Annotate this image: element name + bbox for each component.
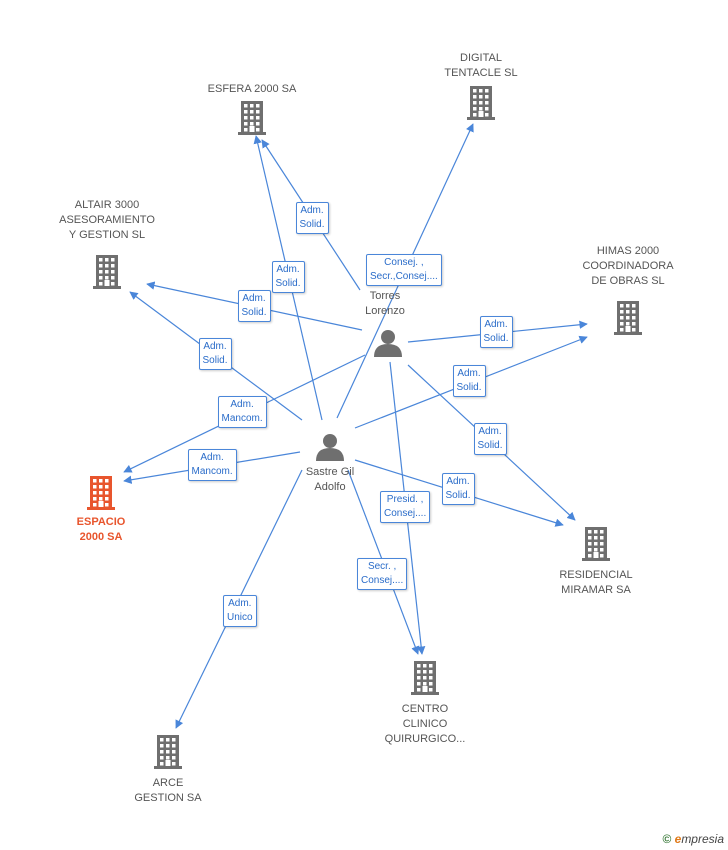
person-icon[interactable]	[316, 434, 344, 461]
node-label-line: Torres	[369, 290, 401, 302]
node-label-line: CENTRO	[401, 703, 449, 715]
edge-label-line: Adm.	[203, 341, 227, 352]
node-label-line: GESTION SA	[134, 792, 202, 804]
edge-label-line: Adm.	[276, 264, 300, 275]
edge-label-sastre-esfera[interactable]: Adm. Solid.	[271, 261, 305, 293]
edge-label-line: Solid.	[456, 382, 482, 393]
edge-label-line: Adm.	[200, 452, 224, 463]
node-label-line: ARCE	[152, 777, 184, 789]
building-icon[interactable]	[467, 86, 495, 120]
edge-label-sastre-digital[interactable]: Consej. , Secr.,Consej....	[366, 254, 442, 286]
brand-name: mpresia	[681, 832, 724, 846]
edge-label-line: Adm.	[228, 598, 252, 609]
node-label-line: ESPACIO	[76, 516, 126, 528]
edge-label-torres-esfera[interactable]: Adm. Solid.	[295, 202, 329, 234]
edge-label-line: Adm.	[484, 319, 508, 330]
edge-label-line: Adm.	[457, 368, 481, 379]
edge-label-sastre-espacio[interactable]: Adm. Mancom.	[187, 449, 237, 481]
edge-label-torres-altair[interactable]: Adm. Solid.	[237, 290, 271, 322]
edge-label-line: Adm.	[230, 399, 254, 410]
node-label-line: 2000 SA	[79, 531, 123, 543]
edge-label-line: Adm.	[446, 476, 470, 487]
edge-label-torres-centro[interactable]: Presid. , Consej....	[380, 491, 431, 523]
node-label-line: MIRAMAR SA	[561, 584, 631, 596]
edge-label-torres-espacio[interactable]: Adm. Mancom.	[217, 396, 267, 428]
building-icon[interactable]	[411, 661, 439, 695]
edge-label-line: Adm.	[242, 293, 266, 304]
edge-label-torres-residencial[interactable]: Adm. Solid.	[473, 423, 507, 455]
edge-label-sastre-arce[interactable]: Adm. Unico	[223, 595, 257, 627]
building-icon[interactable]	[87, 476, 115, 510]
edge-label-line: Unico	[227, 612, 253, 623]
node-label-line: QUIRURGICO...	[384, 733, 466, 745]
edge-label-line: Presid. ,	[386, 494, 424, 505]
edge-label-line: Solid.	[275, 278, 301, 289]
copyright-symbol: ©	[662, 832, 672, 846]
building-icon[interactable]	[154, 735, 182, 769]
node-label-espacio[interactable]: ESPACIO 2000 SA	[36, 515, 166, 545]
edge-label-sastre-himas[interactable]: Adm. Solid.	[452, 365, 486, 397]
node-label-line: Adolfo	[314, 481, 346, 493]
node-label-line: COORDINADORA	[582, 260, 674, 272]
node-label-line: HIMAS 2000	[596, 245, 660, 257]
edge-label-line: Secr. ,	[367, 561, 397, 572]
node-label-line: DE OBRAS SL	[591, 275, 665, 287]
building-icon[interactable]	[93, 255, 121, 289]
edge-label-sastre-centro[interactable]: Secr. , Consej....	[357, 558, 408, 590]
node-label-centro[interactable]: CENTRO CLINICO QUIRURGICO...	[360, 702, 490, 747]
edge-label-line: Secr.,Consej....	[370, 271, 438, 282]
edge-label-line: Solid.	[299, 219, 325, 230]
edge-label-sastre-altair[interactable]: Adm. Solid.	[198, 338, 232, 370]
node-label-line: DIGITAL	[460, 51, 502, 64]
edge-label-line: Solid.	[477, 440, 503, 451]
brand-initial: e	[674, 832, 682, 846]
edge-label-line: Adm.	[478, 426, 502, 437]
node-label-line: ASESORAMIENTO	[59, 214, 155, 226]
node-label-line: CLINICO	[402, 718, 448, 730]
node-label-line: ALTAIR 3000	[74, 199, 140, 211]
edge-label-line: Mancom.	[191, 466, 233, 477]
edge-label-line: Mancom.	[221, 413, 263, 424]
edge-label-line: Consej....	[361, 575, 404, 586]
edge-label-line: Consej....	[384, 508, 427, 519]
edge-label-line: Consej. ,	[384, 257, 424, 268]
node-label-line: ESFERA 2000 SA	[207, 83, 297, 95]
edge-label-line: Adm.	[300, 205, 324, 216]
building-icon[interactable]	[238, 101, 266, 135]
node-label-line: Sastre Gil	[305, 466, 355, 478]
node-label-digital[interactable]: DIGITAL TENTACLE SL	[416, 51, 546, 81]
building-icon[interactable]	[582, 527, 610, 561]
node-label-residencial[interactable]: RESIDENCIAL MIRAMAR SA	[531, 568, 661, 598]
node-label-line: Lorenzo	[365, 305, 405, 317]
node-label-esfera[interactable]: ESFERA 2000 SA	[187, 82, 317, 97]
person-icon[interactable]	[374, 330, 402, 357]
edge-label-line: Solid.	[241, 307, 267, 318]
node-label-line: RESIDENCIAL	[559, 569, 633, 581]
node-label-line: TENTACLE SL	[444, 66, 518, 79]
edge-label-sastre-residencial[interactable]: Adm. Solid.	[441, 473, 475, 505]
building-icon[interactable]	[614, 301, 642, 335]
node-label-arce[interactable]: ARCE GESTION SA	[103, 776, 233, 806]
edge-label-line: Solid.	[483, 333, 509, 344]
edge-label-torres-himas[interactable]: Adm. Solid.	[479, 316, 513, 348]
node-label-line: Y GESTION SL	[68, 229, 146, 241]
edge-label-line: Solid.	[445, 490, 471, 501]
brand-watermark: © empresia	[662, 832, 724, 846]
edge-label-line: Solid.	[202, 355, 228, 366]
